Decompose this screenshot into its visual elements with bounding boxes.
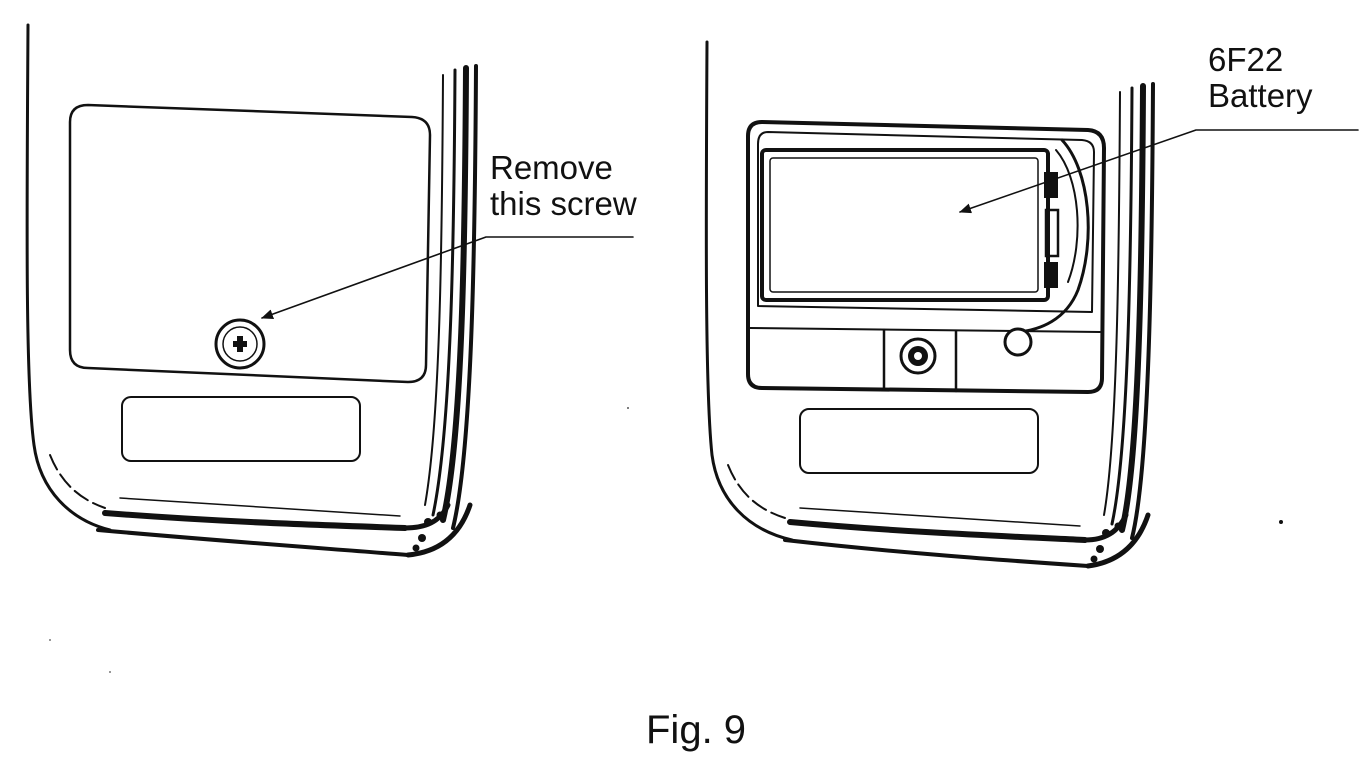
battery-snap-wire xyxy=(1003,138,1090,357)
meter-back-closed xyxy=(25,23,634,558)
meter-back-open xyxy=(704,40,1359,569)
print-specks xyxy=(49,407,1283,673)
callout-line: this screw xyxy=(490,185,637,222)
screw-post-icon xyxy=(899,337,937,375)
label-window xyxy=(121,396,361,462)
meter-casing xyxy=(25,23,478,558)
9v-battery-icon xyxy=(760,148,1060,302)
screw-leader-line xyxy=(261,236,634,319)
callout-line: 6F22 xyxy=(1208,41,1284,78)
figure-caption: Fig. 9 xyxy=(646,708,747,752)
remove-screw-callout: Remove this screw xyxy=(490,150,637,222)
battery-compartment xyxy=(746,120,1106,394)
battery-leader-line xyxy=(959,129,1359,214)
phillips-screw-icon xyxy=(214,318,266,370)
battery-callout: 6F22 Battery xyxy=(1208,42,1313,114)
meter-casing xyxy=(704,40,1155,569)
label-window xyxy=(799,408,1039,474)
battery-cover xyxy=(68,103,432,384)
callout-line: Remove xyxy=(490,149,613,186)
callout-line: Battery xyxy=(1208,77,1313,114)
